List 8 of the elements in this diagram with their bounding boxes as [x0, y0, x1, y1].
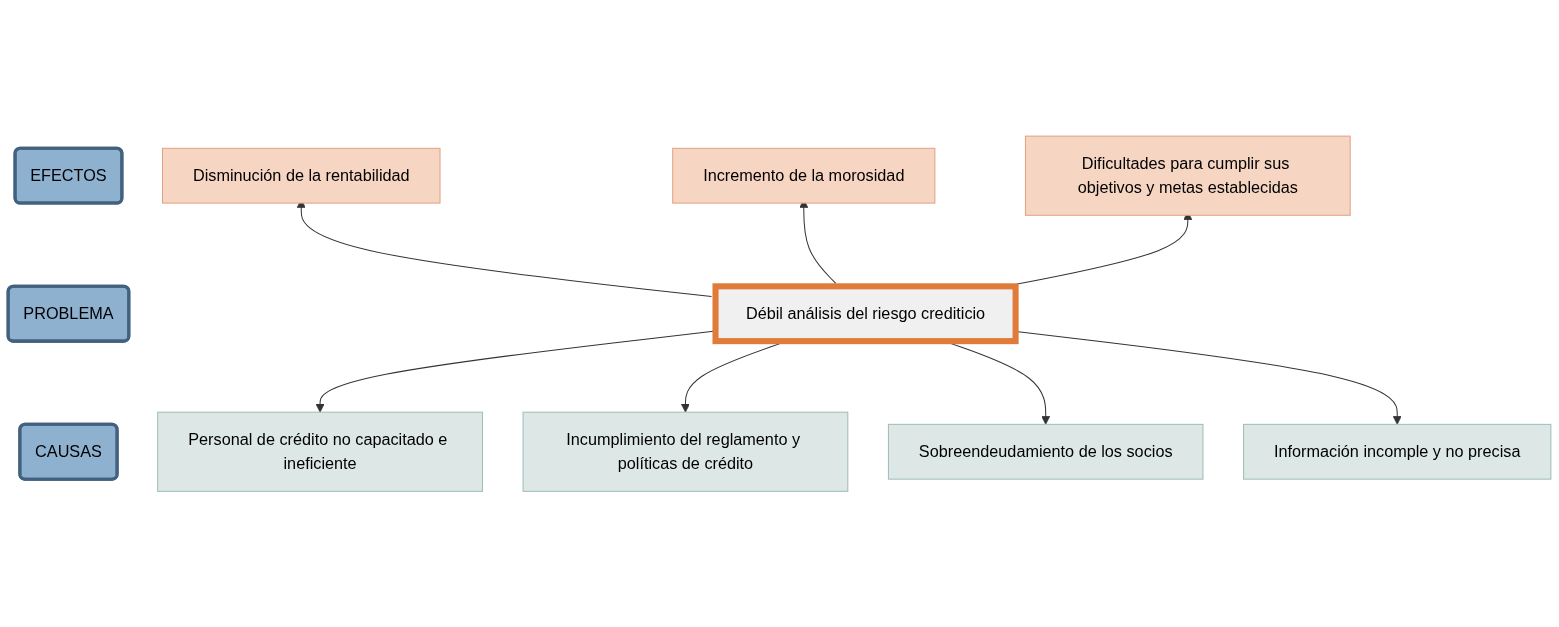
- node-box: Disminución de la rentabilidad: [162, 147, 441, 204]
- node-box: Incumplimiento del reglamento y políticas de crédito: [522, 411, 849, 492]
- node-box: Sobreendeudamiento de los socios: [887, 423, 1204, 480]
- node-box: Personal de crédito no capacitado e ineficiente: [157, 411, 483, 492]
- node-box: Dificultades para cumplir sus objetivos y metas establecidas: [1024, 135, 1351, 216]
- node-box: Información incomple y no precisa: [1243, 423, 1552, 480]
- node-box: Débil análisis del riesgo crediticio: [712, 283, 1019, 344]
- node-box: Incremento de la morosidad: [672, 147, 936, 204]
